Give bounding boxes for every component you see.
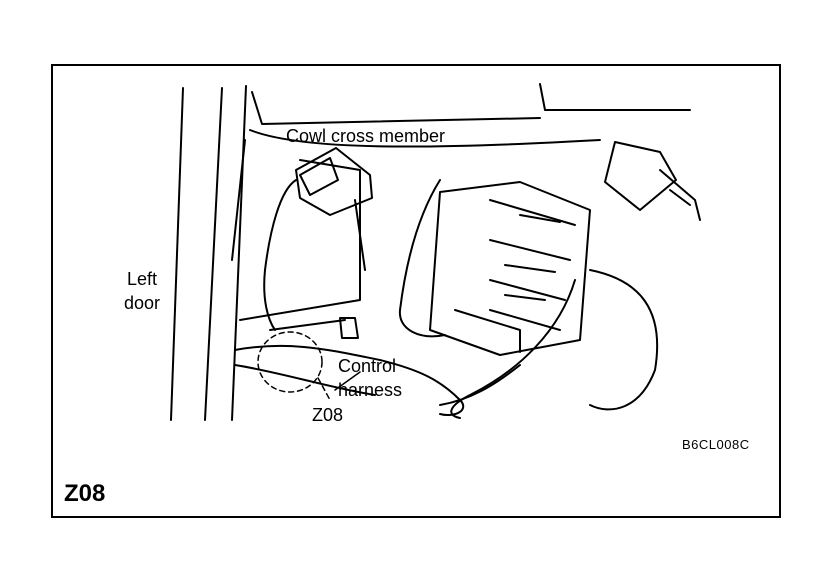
door-pillar	[170, 85, 247, 421]
control-harness	[234, 317, 465, 416]
figure-frame	[51, 64, 781, 518]
cowl-cross-member	[231, 83, 691, 321]
right-connector	[604, 141, 701, 221]
label-control-harness-line2: harness	[338, 380, 403, 400]
label-left-door-line1: Left	[127, 269, 158, 289]
z08-location-callout	[257, 331, 331, 401]
label-left-door-line2: door	[124, 293, 161, 313]
label-control-harness-line1: Control	[338, 356, 397, 376]
leader-lines	[334, 371, 361, 391]
label-cowl-cross-member: Cowl cross member	[286, 126, 446, 146]
figure-code: B6CL008C	[682, 437, 750, 452]
panel-title: Z08	[64, 480, 106, 507]
technician-hands	[398, 179, 659, 419]
control-unit	[429, 181, 591, 356]
cowl-connector	[263, 147, 373, 331]
label-z08-connector: Z08	[312, 405, 344, 425]
